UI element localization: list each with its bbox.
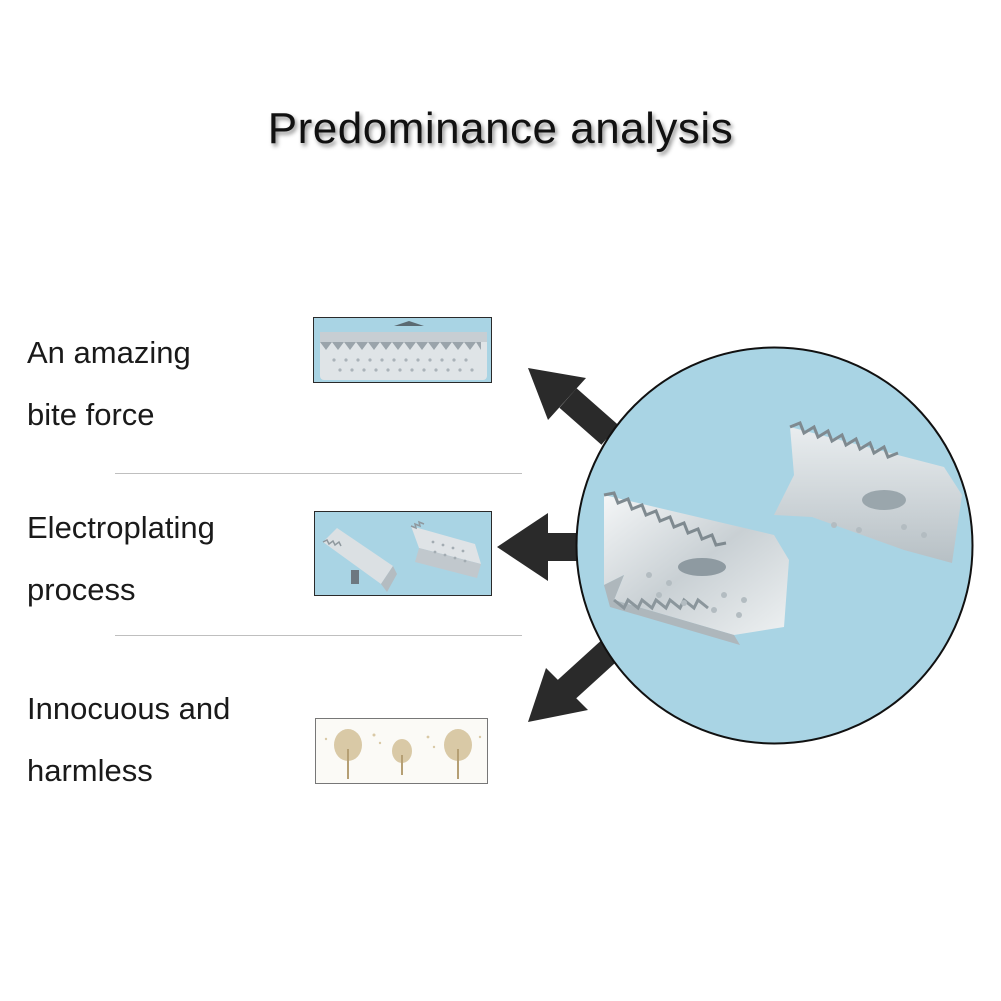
- feature-harmless-text: Innocuous and harmless: [27, 678, 230, 802]
- product-photo: [574, 345, 975, 746]
- feature-line: harmless: [27, 753, 153, 788]
- divider: [115, 635, 522, 636]
- electroplating-image: [314, 511, 492, 596]
- arrow-left-icon: [497, 513, 580, 581]
- harmless-image: [315, 718, 488, 784]
- feature-line: Innocuous and: [27, 691, 231, 726]
- arrow-up-left-icon: [528, 368, 619, 445]
- feature-line: An amazing: [27, 335, 191, 370]
- bite-force-image: [313, 317, 492, 383]
- arrow-down-left-icon: [528, 640, 619, 722]
- feature-electroplating-text: Electroplating process: [27, 497, 215, 621]
- feature-line: process: [27, 572, 136, 607]
- feature-line: bite force: [27, 397, 155, 432]
- divider: [115, 473, 522, 474]
- feature-bite-force-text: An amazing bite force: [27, 322, 191, 446]
- page-title: Predominance analysis: [267, 104, 734, 153]
- feature-line: Electroplating: [27, 510, 215, 545]
